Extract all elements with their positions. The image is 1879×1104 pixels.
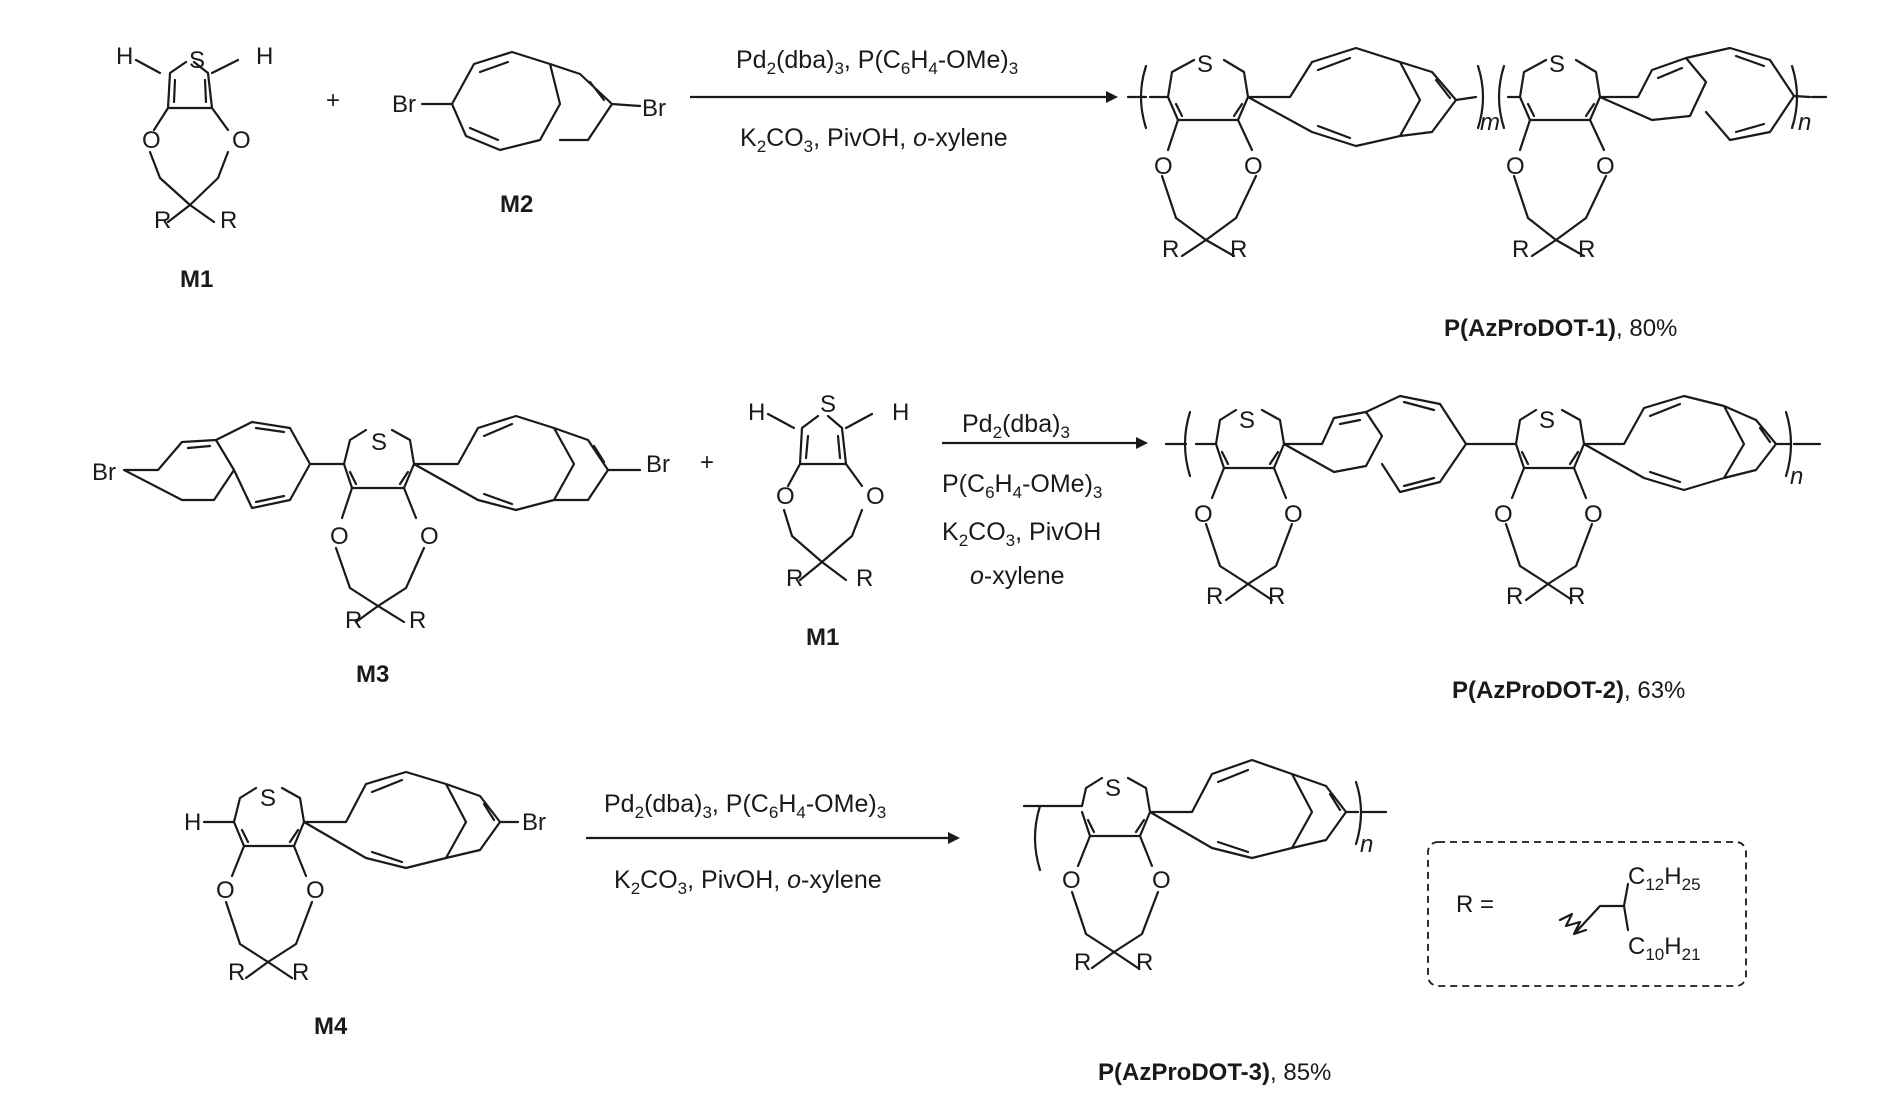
atom-o: O — [216, 877, 235, 904]
m2-label: M2 — [500, 191, 533, 218]
atom-o: O — [1194, 501, 1213, 528]
atom-h: H — [256, 43, 273, 70]
repeat-subscript-n: n — [1790, 463, 1803, 490]
polymer-3-structure: S O O R R n — [1022, 758, 1388, 976]
atom-r: R — [292, 959, 309, 986]
monomer-m1-structure: S H H O O R R — [748, 391, 909, 592]
atom-h: H — [748, 399, 765, 426]
r-group-branch-bottom: C10H21 — [1628, 933, 1701, 964]
atom-br: Br — [392, 91, 416, 118]
repeat-subscript-m: m — [1480, 109, 1500, 136]
conditions-2-line1: Pd2(dba)3 — [962, 410, 1070, 442]
atom-r: R — [1162, 236, 1179, 263]
atom-s: S — [1539, 407, 1555, 434]
atom-o: O — [1154, 153, 1173, 180]
atom-s: S — [1239, 407, 1255, 434]
atom-o: O — [142, 127, 161, 154]
atom-r: R — [228, 959, 245, 986]
atom-r: R — [220, 207, 237, 234]
r-group-definition-box: R = C12H25 C10H21 — [1427, 841, 1747, 987]
monomer-m4-structure: H S O O R R Br — [184, 770, 546, 986]
repeat-subscript-n: n — [1798, 109, 1811, 136]
reaction-arrow-3 — [586, 832, 960, 844]
r-group-label: R = — [1456, 891, 1494, 918]
atom-br: Br — [92, 459, 116, 486]
atom-o: O — [1152, 867, 1171, 894]
atom-s: S — [1105, 775, 1121, 802]
atom-h: H — [184, 809, 201, 836]
m1-label: M1 — [806, 624, 839, 651]
m4-label: M4 — [314, 1013, 348, 1040]
atom-o: O — [1494, 501, 1513, 528]
atom-s: S — [371, 429, 387, 456]
atom-r: R — [1074, 949, 1091, 976]
atom-r: R — [1136, 949, 1153, 976]
atom-r: R — [856, 565, 873, 592]
atom-r: R — [1578, 236, 1595, 263]
atom-o: O — [1584, 501, 1603, 528]
atom-o: O — [1062, 867, 1081, 894]
atom-r: R — [1506, 583, 1523, 610]
conditions-3-line2: K2CO3, PivOH, o-xylene — [614, 866, 882, 898]
atom-o: O — [866, 483, 885, 510]
conditions-3-line1: Pd2(dba)3, P(C6H4-OMe)3 — [604, 790, 886, 822]
reaction-arrow-2 — [942, 437, 1148, 449]
r-group-branch-top: C12H25 — [1628, 863, 1701, 894]
monomer-m3-structure: Br Br S O O R R — [92, 414, 670, 634]
atom-s: S — [1549, 51, 1565, 78]
atom-h: H — [116, 43, 133, 70]
atom-s: S — [1197, 51, 1213, 78]
atom-o: O — [1244, 153, 1263, 180]
atom-o: O — [1596, 153, 1615, 180]
repeat-subscript-n: n — [1360, 831, 1373, 858]
atom-r: R — [154, 207, 171, 234]
atom-r: R — [1206, 583, 1223, 610]
atom-br: Br — [642, 95, 666, 122]
m3-label: M3 — [356, 661, 389, 688]
reaction-arrow-1 — [690, 91, 1118, 103]
conditions-2-line2: P(C6H4-OMe)3 — [942, 470, 1102, 502]
atom-h: H — [892, 399, 909, 426]
atom-br: Br — [522, 809, 546, 836]
conditions-2-line3: K2CO3, PivOH — [942, 518, 1101, 550]
atom-o: O — [1506, 153, 1525, 180]
atom-r: R — [786, 565, 803, 592]
atom-r: R — [345, 607, 362, 634]
atom-r: R — [1568, 583, 1585, 610]
plus-sign: + — [326, 87, 340, 114]
monomer-m1-structure: S H H O O R R — [116, 43, 273, 234]
polymer-2-structure: S O O R R S O O R R n — [1164, 394, 1822, 610]
atom-r: R — [1512, 236, 1529, 263]
polymer-1-structure: S O O R R S O O R R m n — [1126, 46, 1828, 263]
atom-r: R — [1230, 236, 1247, 263]
atom-s: S — [260, 785, 276, 812]
atom-r: R — [1268, 583, 1285, 610]
conditions-1-line1: Pd2(dba)3, P(C6H4-OMe)3 — [736, 46, 1018, 78]
product-3-label: P(AzProDOT-3), 85% — [1098, 1059, 1331, 1086]
m1-label: M1 — [180, 266, 213, 293]
atom-o: O — [1284, 501, 1303, 528]
atom-r: R — [409, 607, 426, 634]
atom-o: O — [306, 877, 325, 904]
atom-o: O — [420, 523, 439, 550]
atom-o: O — [232, 127, 251, 154]
atom-br: Br — [646, 451, 670, 478]
product-1-label: P(AzProDOT-1), 80% — [1444, 315, 1677, 342]
conditions-2-line4: o-xylene — [970, 562, 1065, 590]
atom-s: S — [820, 391, 836, 418]
monomer-m2-structure: Br Br — [392, 50, 666, 152]
plus-sign: + — [700, 449, 714, 476]
conditions-1-line2: K2CO3, PivOH, o-xylene — [740, 124, 1008, 156]
product-2-label: P(AzProDOT-2), 63% — [1452, 677, 1685, 704]
atom-o: O — [330, 523, 349, 550]
atom-o: O — [776, 483, 795, 510]
